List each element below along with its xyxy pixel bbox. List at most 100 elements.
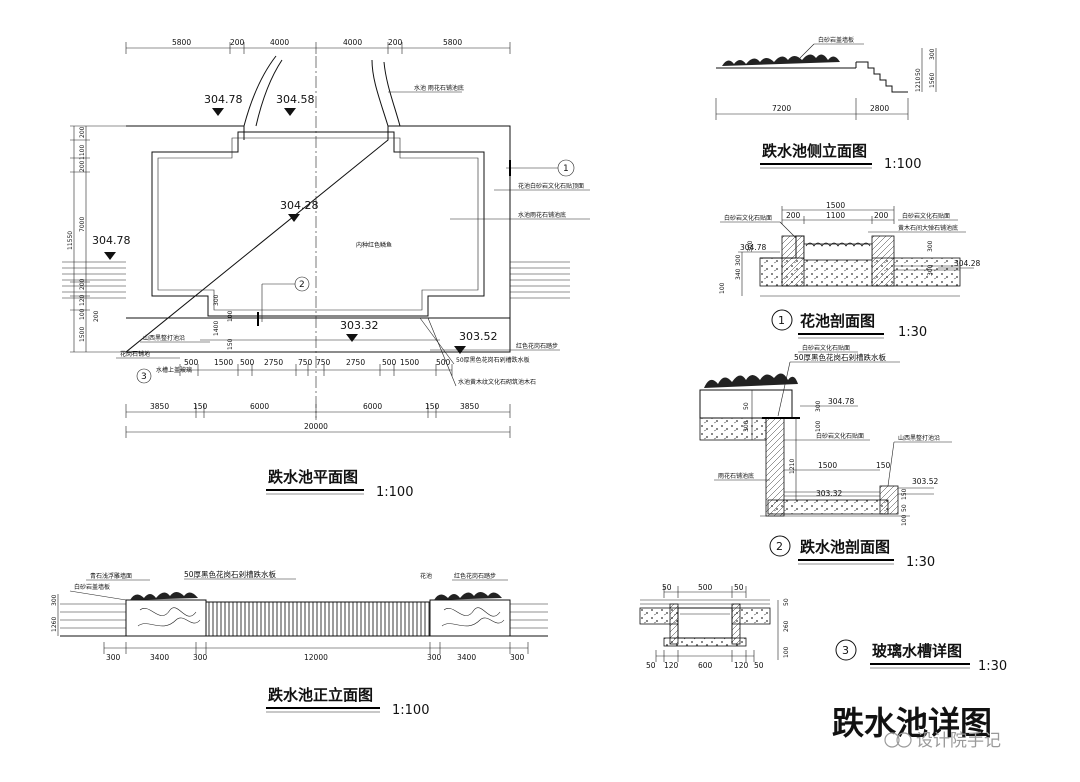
s2-dim-5: 1210: [789, 459, 796, 474]
side-bottom-dim-2: 2800: [870, 104, 889, 113]
side-label: 白砂岩盖墙板: [818, 36, 854, 44]
s2-label-left: 雨花石铺池底: [718, 472, 754, 480]
plan-elev-1: 304.78: [204, 93, 243, 106]
s2-title: 跌水池剖面图: [800, 538, 890, 556]
elev-marker-1: [212, 108, 224, 116]
plan-row1-dim-1: 500: [184, 358, 199, 367]
plan-left-dim-10: 200: [93, 310, 100, 322]
s2-dim-3: 300: [815, 400, 822, 412]
s2-label-mid: 白砂岩文化石贴面: [816, 432, 864, 440]
plan-left-dim-8: 100: [79, 308, 86, 320]
s3-top-dim-3: 50: [734, 583, 744, 592]
plan-left-dim-6: 200: [79, 278, 86, 290]
plan-scale: 1:100: [376, 485, 413, 500]
plan-row1-dim-7: 2750: [346, 358, 365, 367]
plan-row2-dim-5: 150: [425, 402, 440, 411]
plan-elev-6: 303.52: [459, 330, 498, 343]
front-elevation: 青石浅浮雕墙面 白砂岩盖墙板 50厚黑色花岗石剁槽跌水板 花池 红色花岗石踏步 …: [51, 569, 548, 718]
s3-bottom-dim-2: 120: [664, 661, 679, 670]
section-mark-3-label: 3: [141, 372, 147, 382]
plan-top-dim-1: 5800: [172, 38, 191, 47]
plan-elev-3: 304.28: [280, 199, 319, 212]
plan-left-dim-3: 200: [79, 160, 86, 172]
s3-top-dim-1: 50: [662, 583, 672, 592]
s1-label-3: 黄木石间大弹石铺池底: [898, 224, 958, 232]
s1-top-dim-2: 200: [786, 211, 801, 220]
front-bottom-dim-6: 3400: [457, 653, 476, 662]
plan-row1-dim-6: 750: [316, 358, 331, 367]
plan-left-dim-1: 200: [79, 126, 86, 138]
front-label-2: 白砂岩盖墙板: [74, 583, 110, 591]
plan-elev-5: 303.32: [340, 319, 379, 332]
front-label-1: 青石浅浮雕墙面: [90, 572, 132, 580]
front-left-dim-2: 1260: [51, 617, 58, 632]
plan-top-dim-6: 5800: [443, 38, 462, 47]
plan-left-dim-5: 11550: [67, 231, 74, 250]
front-bottom-dim-7: 300: [510, 653, 525, 662]
side-scale: 1:100: [884, 157, 921, 172]
plan-row2-dim-4: 6000: [363, 402, 382, 411]
plan-top-dim-2: 200: [230, 38, 245, 47]
s1-right-dim-1: 300: [927, 240, 934, 252]
s3-mark-label: 3: [842, 644, 849, 657]
s1-left-dim-1: 300: [747, 240, 754, 252]
elev-marker-3: [288, 214, 300, 222]
s2-elev-mid: 303.32: [816, 489, 842, 498]
plan-inner-dim-1: 300: [213, 294, 220, 306]
side-right-dim-2: 50: [915, 68, 922, 76]
s2-scale: 1:30: [906, 555, 935, 570]
s2-label-top2: 50厚黑色花岗石剁槽跌水板: [794, 352, 887, 362]
side-elevation: 白砂岩盖墙板 300 50 1210 1560 7200 2800 跌水池侧立面…: [715, 36, 937, 172]
plan-callout-top: 水池 雨花石铺池底: [414, 84, 464, 92]
plan-callout-right3: 红色花岗石踏步: [516, 342, 558, 350]
s3-bottom-dim-1: 50: [646, 661, 656, 670]
s1-label-2: 白砂岩文化石贴面: [902, 212, 950, 220]
plan-row1-dim-9: 1500: [400, 358, 419, 367]
s2-dim-9: 50: [901, 504, 908, 512]
front-scale: 1:100: [392, 703, 429, 718]
plan-top-dim-4: 4000: [343, 38, 362, 47]
plan-elev-4: 304.78: [92, 234, 131, 247]
plan-row2-dim-2: 150: [193, 402, 208, 411]
s1-elev-right: 304.28: [954, 259, 980, 268]
plan-row2-dim-6: 3850: [460, 402, 479, 411]
plan-top-dim-5: 200: [388, 38, 403, 47]
s1-elev-left: 304.78: [740, 243, 766, 252]
plan-row1-dim-10: 500: [436, 358, 451, 367]
elev-marker-4: [104, 252, 116, 260]
plan-row1-dim-2: 1500: [214, 358, 233, 367]
s3-title: 玻璃水槽详图: [872, 642, 962, 660]
plan-left-dim-7: 120: [79, 294, 86, 306]
plan-title: 跌水池平面图: [268, 468, 358, 486]
plan-callout-center: 内种红色鳞鱼: [356, 241, 392, 249]
plan-elev-2: 304.58: [276, 93, 315, 106]
s1-left-dim-3: 340: [735, 268, 742, 280]
plan-row2-dim-1: 3850: [150, 402, 169, 411]
front-label-center: 50厚黑色花岗石剁槽跌水板: [184, 569, 277, 579]
s1-left-dim-2: 300: [735, 254, 742, 266]
plan-view: 5800 200 4000 4000 200 5800 200 1100 200…: [62, 38, 590, 500]
watermark: 设计院手记: [884, 731, 1001, 751]
s2-label-top1: 白砂岩文化石贴面: [802, 344, 850, 352]
s3-bottom-dim-4: 120: [734, 661, 749, 670]
s2-mark: [769, 535, 791, 557]
section-3-glass-trough: 50 500 50 50 120 600 120 50 50 260 100 3…: [639, 583, 1007, 674]
s2-dim-7: 150: [876, 461, 891, 470]
s3-bottom-dim-3: 600: [698, 661, 713, 670]
s1-label-1: 白砂岩文化石贴面: [724, 214, 772, 222]
front-bottom-dim-3: 300: [193, 653, 208, 662]
s1-top-dim-4: 200: [874, 211, 889, 220]
front-label-r1: 花池: [420, 572, 432, 580]
plan-row2-dim-3: 6000: [250, 402, 269, 411]
front-bottom-dim-4: 12000: [304, 653, 328, 662]
plan-row1-dim-8: 500: [382, 358, 397, 367]
s2-label-right: 山西黑整打池沿: [898, 434, 940, 442]
s2-dim-4: 100: [815, 420, 822, 432]
plan-callout-left2: 花岗石铺地: [120, 350, 150, 358]
plan-left-dim-2: 1100: [79, 145, 86, 160]
side-bottom-dim-1: 7200: [772, 104, 791, 113]
elev-marker-5: [346, 334, 358, 342]
plan-row1-dim-3: 500: [240, 358, 255, 367]
plan-callout-bottom2: 水池黄木纹文化石砌筑池木石: [458, 378, 536, 386]
